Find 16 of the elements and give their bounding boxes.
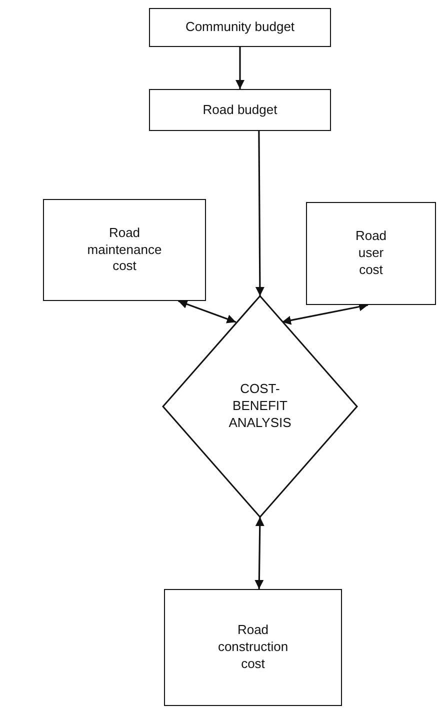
node-text: Road maintenance cost bbox=[86, 224, 163, 276]
arrow bbox=[236, 47, 244, 89]
arrow bbox=[178, 300, 236, 324]
arrow bbox=[254, 516, 264, 590]
process-box bbox=[149, 8, 331, 47]
node-text: COST- BENEFIT ANALYSIS bbox=[228, 381, 292, 432]
process-box bbox=[164, 589, 342, 706]
arrow bbox=[255, 131, 264, 296]
process-box bbox=[306, 202, 436, 305]
process-box bbox=[149, 89, 331, 131]
process-box bbox=[43, 199, 206, 301]
node-text: Road user cost bbox=[354, 228, 388, 279]
node-text: Road budget bbox=[202, 102, 278, 118]
node-text: Road construction cost bbox=[216, 622, 290, 673]
node-text: Community budget bbox=[185, 19, 295, 36]
decision-diamond bbox=[163, 296, 357, 517]
